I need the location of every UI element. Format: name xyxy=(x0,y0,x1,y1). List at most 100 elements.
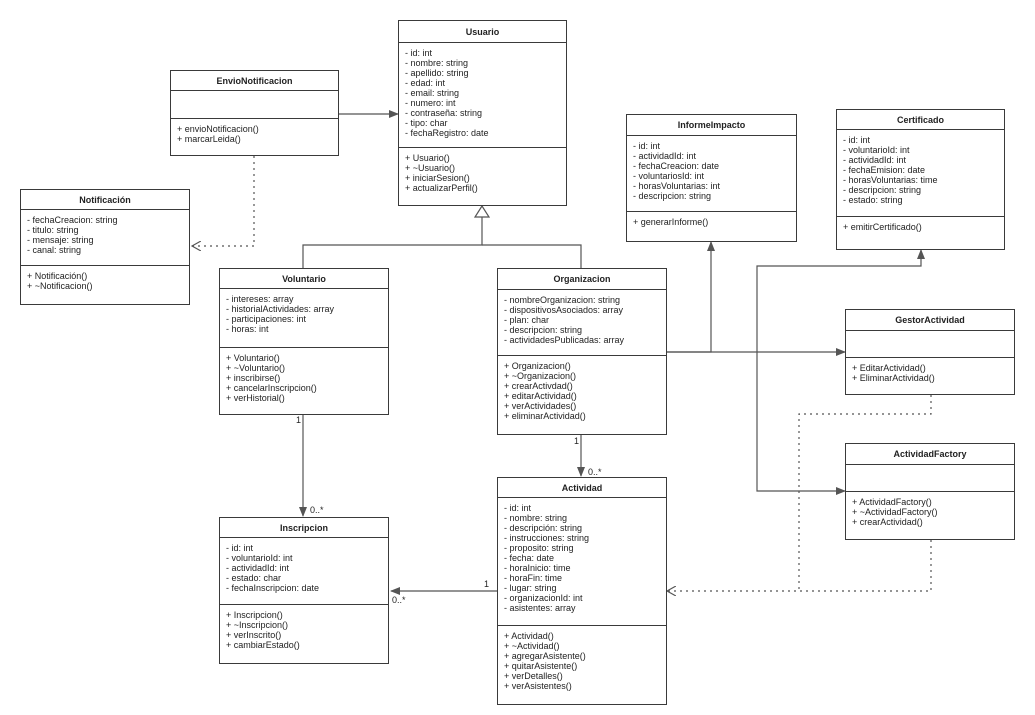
attribute: - fechaRegistro: date xyxy=(405,128,489,138)
class-name: Notificación xyxy=(21,190,189,210)
operations-compartment: + Inscripcion() + ~Inscripcion() + verIn… xyxy=(220,605,388,650)
attribute: - descripcion: string xyxy=(843,185,922,195)
operation: + crearActivdad() xyxy=(504,381,573,391)
class-name: GestorActividad xyxy=(846,310,1014,331)
operations-compartment: + Notificación() + ~Notificacion() xyxy=(21,266,189,291)
operation: + generarInforme() xyxy=(633,217,709,227)
envio-notificacion-dependency xyxy=(192,156,255,246)
attributes-compartment: - fechaCreacion: string - titulo: string… xyxy=(21,210,189,266)
attributes-compartment: - id: int - nombre: string - apellido: s… xyxy=(399,43,566,148)
operation: + ~Actividad() xyxy=(504,641,560,651)
multiplicity-actividad-left-end: 1 xyxy=(484,579,490,589)
operation: + Actividad() xyxy=(504,631,554,641)
attribute: - intereses: array xyxy=(226,294,294,304)
attribute: - nombre: string xyxy=(504,513,568,523)
attributes-compartment: - intereses: array - historialActividade… xyxy=(220,289,388,348)
gestor-actividad-dependency xyxy=(798,395,932,591)
attribute: - voluntariosId: int xyxy=(633,171,705,181)
attribute: - mensaje: string xyxy=(27,235,94,245)
organizacion-factory-link xyxy=(756,352,846,495)
attribute: - contraseña: string xyxy=(405,108,483,118)
attribute: - proposito: string xyxy=(504,543,574,553)
attribute: - numero: int xyxy=(405,98,456,108)
class-name: InformeImpacto xyxy=(627,115,796,136)
operation: + iniciarSesion() xyxy=(405,173,470,183)
operation: + envioNotificacion() xyxy=(177,124,259,134)
attribute: - horasVoluntarias: time xyxy=(843,175,938,185)
operation: + EditarActividad() xyxy=(852,363,926,373)
generalization-triangle xyxy=(473,204,491,218)
class-voluntario: Voluntario - intereses: array - historia… xyxy=(219,268,389,415)
attributes-compartment: - id: int - voluntarioId: int - activida… xyxy=(837,130,1004,217)
attribute: - horaInicio: time xyxy=(504,563,571,573)
operation: + Usuario() xyxy=(405,153,450,163)
attributes-compartment: - id: int - nombre: string - descripción… xyxy=(498,498,666,626)
class-usuario: Usuario - id: int - nombre: string - ape… xyxy=(398,20,567,206)
attribute: - nombreOrganizacion: string xyxy=(504,295,621,305)
operation: + Notificación() xyxy=(27,271,88,281)
operations-compartment: + EditarActividad() + EliminarActividad(… xyxy=(846,358,1014,383)
attribute: - horaFin: time xyxy=(504,573,563,583)
attribute: - fechaCreacion: string xyxy=(27,215,118,225)
attributes-compartment: - nombreOrganizacion: string - dispositi… xyxy=(498,290,666,356)
attribute: - fechaEmision: date xyxy=(843,165,926,175)
operation: + ~Organizacion() xyxy=(504,371,577,381)
attribute: - descripcion: string xyxy=(504,325,583,335)
attributes-compartment: - id: int - voluntarioId: int - activida… xyxy=(220,538,388,605)
attribute: - instrucciones: string xyxy=(504,533,590,543)
operations-compartment: + ActividadFactory() + ~ActividadFactory… xyxy=(846,492,1014,527)
attribute: - estado: string xyxy=(843,195,903,205)
operation: + verAsistentes() xyxy=(504,681,572,691)
operation: + ~Notificacion() xyxy=(27,281,93,291)
operations-compartment: + envioNotificacion() + marcarLeida() xyxy=(171,119,338,144)
operations-compartment: + generarInforme() xyxy=(627,212,796,227)
attribute: - id: int xyxy=(843,135,871,145)
operation: + ~ActividadFactory() xyxy=(852,507,938,517)
generalization-voluntario xyxy=(302,217,483,270)
class-name: Certificado xyxy=(837,110,1004,130)
attribute: - lugar: string xyxy=(504,583,557,593)
class-certificado: Certificado - id: int - voluntarioId: in… xyxy=(836,109,1005,250)
operation: + Voluntario() xyxy=(226,353,280,363)
attribute: - email: string xyxy=(405,88,460,98)
attribute: - id: int xyxy=(226,543,254,553)
attribute: - descripcion: string xyxy=(633,191,712,201)
class-name: Organizacion xyxy=(498,269,666,290)
attribute: - canal: string xyxy=(27,245,82,255)
class-actividad: Actividad - id: int - nombre: string - d… xyxy=(497,477,667,705)
operation: + verHistorial() xyxy=(226,393,285,403)
operation: + cambiarEstado() xyxy=(226,640,300,650)
multiplicity-inscripcion-right-end: 0..* xyxy=(392,595,406,605)
operations-compartment: + Usuario() + ~Usuario() + iniciarSesion… xyxy=(399,148,566,193)
operation: + emitirCertificado() xyxy=(843,222,922,232)
operation: + ActividadFactory() xyxy=(852,497,932,507)
operation: + quitarAsistente() xyxy=(504,661,578,671)
attribute: - plan: char xyxy=(504,315,550,325)
attribute: - id: int xyxy=(633,141,661,151)
attribute: - id: int xyxy=(405,48,433,58)
attribute: - voluntarioId: int xyxy=(226,553,293,563)
operations-compartment: + Actividad() + ~Actividad() + agregarAs… xyxy=(498,626,666,691)
attribute: - organizacionId: int xyxy=(504,593,583,603)
operation: + actualizarPerfil() xyxy=(405,183,478,193)
class-name: Voluntario xyxy=(220,269,388,289)
operation: + crearActividad() xyxy=(852,517,923,527)
multiplicity-organizacion-end: 1 xyxy=(574,436,580,446)
attribute: - apellido: string xyxy=(405,68,469,78)
operation: + verDetalles() xyxy=(504,671,563,681)
attribute: - fechaCreacion: date xyxy=(633,161,720,171)
operation: + inscribirse() xyxy=(226,373,281,383)
class-name: Actividad xyxy=(498,478,666,498)
attribute: - edad: int xyxy=(405,78,446,88)
class-envio-notificacion: EnvioNotificacion + envioNotificacion() … xyxy=(170,70,339,156)
operation: + agregarAsistente() xyxy=(504,651,586,661)
operation: + verActividades() xyxy=(504,401,577,411)
attribute: - participaciones: int xyxy=(226,314,307,324)
attribute: - actividadId: int xyxy=(226,563,290,573)
factory-actividad-dependency xyxy=(667,540,932,591)
class-name: Usuario xyxy=(399,21,566,43)
class-actividad-factory: ActividadFactory + ActividadFactory() + … xyxy=(845,443,1015,540)
attribute: - actividadId: int xyxy=(633,151,697,161)
attributes-compartment xyxy=(846,465,1014,492)
class-name: EnvioNotificacion xyxy=(171,71,338,91)
